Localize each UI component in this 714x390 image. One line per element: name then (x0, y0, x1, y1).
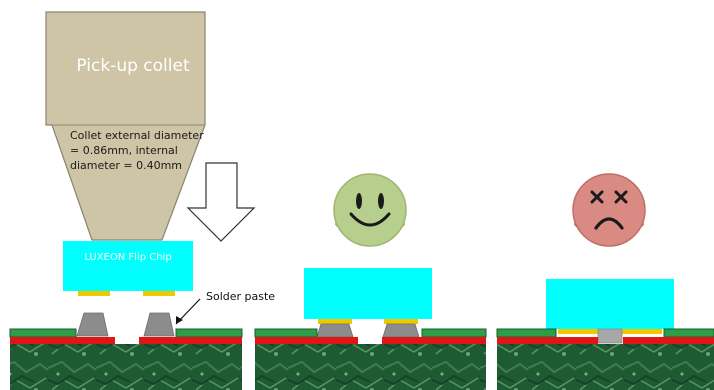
luxeon-flip-chip (546, 279, 674, 329)
gold-pad (318, 319, 352, 324)
panel-good-result (254, 173, 487, 390)
panel-bad-result (496, 173, 714, 390)
sad-face-icon (572, 173, 646, 247)
solder-joint (382, 323, 420, 338)
green-layer (421, 328, 487, 338)
down-arrow-icon (186, 162, 256, 242)
solder-paste (76, 312, 109, 337)
green-layer (254, 328, 318, 338)
panel-placement (9, 11, 256, 390)
solder-paste-label: Solder paste (206, 290, 276, 303)
circuit-board (10, 344, 242, 390)
happy-face-icon (333, 173, 407, 247)
luxeon-flip-chip (63, 241, 193, 291)
pick-up-collet (45, 11, 206, 241)
gold-pad (143, 291, 175, 296)
solder-bridge (597, 328, 623, 344)
gold-pad (558, 329, 598, 334)
luxeon-flip-chip (304, 268, 432, 319)
gold-pad (384, 319, 418, 324)
green-layer (175, 328, 243, 338)
circuit-board (497, 344, 714, 390)
green-layer (496, 328, 557, 338)
solder-joint (316, 323, 354, 338)
red-layer (497, 337, 598, 344)
collet-dimensions-note: Collet external diameter = 0.86mm, inter… (70, 129, 204, 172)
chip-label: LUXEON Flip Chip (84, 252, 172, 263)
red-layer (139, 337, 242, 344)
green-layer (663, 328, 714, 338)
green-layer (9, 328, 77, 338)
solder-paste (143, 312, 175, 337)
red-layer (10, 337, 115, 344)
collet-title: Pick-up collet (76, 56, 190, 76)
gold-pad (78, 291, 110, 296)
red-layer (255, 337, 358, 344)
circuit-board (255, 344, 486, 390)
red-layer (623, 337, 714, 344)
gold-pad (622, 329, 662, 334)
red-layer (382, 337, 486, 344)
